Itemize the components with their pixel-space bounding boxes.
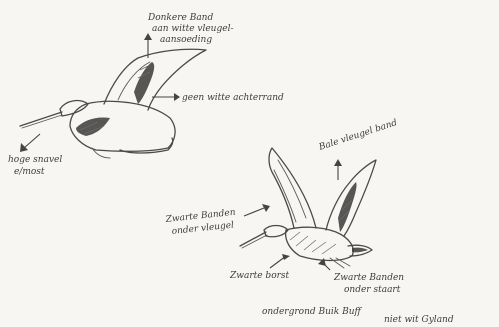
- note-rump: geen witte achterrand: [182, 93, 284, 103]
- bird-top: [20, 49, 206, 158]
- bird-bottom-body: [286, 227, 354, 260]
- bird-bottom-breast-shading: [290, 232, 336, 254]
- bird-bottom-wing-left: [269, 148, 316, 228]
- note-wing-tip-line3: aansoeding: [160, 35, 212, 45]
- bird-bottom-wing-band: [338, 182, 357, 232]
- note-head: hoge snavel: [8, 155, 62, 165]
- bird-bottom-bill: [240, 232, 266, 246]
- note-footer: ondergrond Buik Buff: [262, 307, 363, 317]
- note-breast: Zwarte borst: [229, 271, 290, 281]
- bird-bottom-annotations: Bale vleugel band Zwarte Banden onder vl…: [164, 118, 454, 325]
- note-back: Bale vleugel band: [317, 118, 399, 153]
- note-wing-tip: Donkere Band: [147, 13, 213, 23]
- bird-top-bill: [20, 112, 62, 126]
- note-head-line2: e/most: [14, 167, 45, 177]
- note-tail-band: Zwarte Banden: [333, 273, 404, 283]
- note-footer-line2: niet wit Gyland: [384, 315, 454, 325]
- note-wing-tip-line2: aan witte vleugel-: [152, 24, 233, 34]
- bird-top-underwing-patch: [76, 117, 110, 136]
- bird-bottom: [240, 148, 376, 268]
- bird-bottom-head: [264, 226, 288, 237]
- note-tail-band-line2: onder staart: [344, 285, 401, 295]
